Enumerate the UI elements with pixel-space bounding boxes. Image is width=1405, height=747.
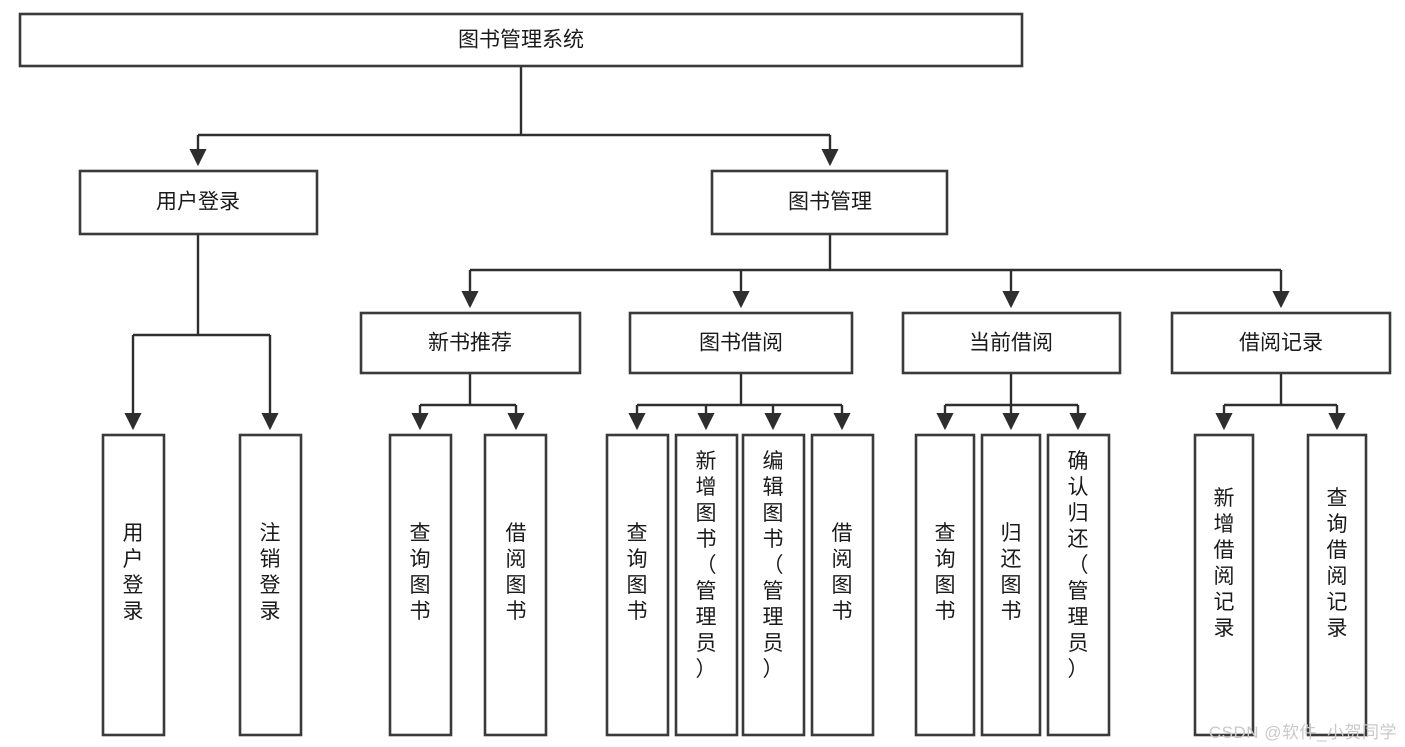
- node-leaf-confirm-return-label: 确认归还（管理员）: [1068, 450, 1089, 681]
- node-borrow-record-label-box[interactable]: [1170, 311, 1392, 375]
- node-leaf-return-book-label: 归还图书: [1001, 522, 1022, 623]
- node-borrow-record[interactable]: 借阅记录: [1170, 311, 1392, 375]
- node-leaf-query-book-cur-box[interactable]: [914, 433, 976, 737]
- node-book-manage-box[interactable]: [710, 169, 949, 236]
- node-leaf-user-login[interactable]: 用户登录: [101, 433, 166, 737]
- node-root-box[interactable]: [18, 12, 1024, 68]
- node-leaf-add-book-label: 新增图书（管理员）: [696, 450, 717, 681]
- node-leaf-borrow-book[interactable]: 借阅图书: [810, 433, 875, 737]
- node-leaf-query-book-cur[interactable]: 查询图书: [914, 433, 976, 737]
- node-leaf-return-book[interactable]: 归还图书: [980, 433, 1042, 737]
- node-leaf-add-record-box[interactable]: [1193, 433, 1255, 737]
- node-leaf-borrow-book-rec[interactable]: 借阅图书: [483, 433, 548, 737]
- node-borrow-record-label: 借阅记录: [1239, 332, 1323, 355]
- node-leaf-query-record-box[interactable]: [1306, 433, 1368, 737]
- node-leaf-borrow-book-box[interactable]: [810, 433, 875, 737]
- node-new-book-rec[interactable]: 新书推荐: [359, 311, 582, 375]
- node-new-book-rec-box[interactable]: [359, 311, 582, 375]
- node-leaf-borrow-book-label: 借阅图书: [832, 522, 853, 623]
- node-book-manage-label: 图书管理: [788, 191, 872, 214]
- node-leaf-user-login-box[interactable]: [101, 433, 166, 737]
- node-leaf-logout-label: 注销登录: [260, 522, 281, 623]
- node-root[interactable]: 图书管理系统: [18, 12, 1024, 68]
- node-current-borrow-label: 当前借阅: [969, 332, 1053, 355]
- node-leaf-query-book-label: 查询图书: [627, 522, 648, 623]
- node-user-login[interactable]: 用户登录: [78, 169, 319, 236]
- node-leaf-edit-book-label: 编辑图书（管理员）: [763, 450, 784, 681]
- node-book-manage[interactable]: 图书管理: [710, 169, 949, 236]
- node-leaf-query-book-rec-label: 查询图书: [410, 522, 431, 623]
- connector-layer: [124, 66, 1346, 431]
- node-user-login-box[interactable]: [78, 169, 319, 236]
- watermark-label: CSDN @软件_小贺同学: [1208, 723, 1397, 742]
- node-leaf-add-record-label: 新增借阅记录: [1214, 487, 1235, 640]
- node-leaf-borrow-book-rec-box[interactable]: [483, 433, 548, 737]
- node-leaf-add-book[interactable]: 新增图书（管理员）: [674, 433, 739, 737]
- node-leaf-add-book-box[interactable]: [674, 433, 739, 737]
- node-leaf-query-book[interactable]: 查询图书: [605, 433, 670, 737]
- node-leaf-query-book-rec-box[interactable]: [388, 433, 453, 737]
- node-leaf-query-record-label: 查询借阅记录: [1327, 487, 1348, 640]
- node-leaf-query-book-cur-label: 查询图书: [935, 522, 956, 623]
- node-leaf-query-record[interactable]: 查询借阅记录: [1306, 433, 1368, 737]
- node-leaf-confirm-return[interactable]: 确认归还（管理员）: [1046, 433, 1111, 737]
- node-leaf-confirm-return-box[interactable]: [1046, 433, 1111, 737]
- node-book-borrow[interactable]: 图书借阅: [628, 311, 854, 375]
- node-book-borrow-box[interactable]: [628, 311, 854, 375]
- node-user-login-label: 用户登录: [156, 191, 240, 214]
- node-leaf-add-record[interactable]: 新增借阅记录: [1193, 433, 1255, 737]
- node-leaf-return-book-box[interactable]: [980, 433, 1042, 737]
- node-leaf-query-book-box[interactable]: [605, 433, 670, 737]
- node-new-book-rec-label: 新书推荐: [428, 332, 512, 355]
- node-root-label: 图书管理系统: [458, 29, 584, 52]
- node-leaf-user-login-label: 用户登录: [123, 522, 144, 623]
- node-leaf-borrow-book-rec-label: 借阅图书: [506, 522, 527, 623]
- node-leaf-query-book-rec[interactable]: 查询图书: [388, 433, 453, 737]
- node-leaf-logout-box[interactable]: [238, 433, 303, 737]
- node-leaf-edit-book-box[interactable]: [741, 433, 806, 737]
- node-current-borrow-box[interactable]: [901, 311, 1122, 375]
- node-book-borrow-label: 图书借阅: [699, 332, 783, 355]
- node-leaf-logout[interactable]: 注销登录: [238, 433, 303, 737]
- node-leaf-edit-book[interactable]: 编辑图书（管理员）: [741, 433, 806, 737]
- node-current-borrow[interactable]: 当前借阅: [901, 311, 1122, 375]
